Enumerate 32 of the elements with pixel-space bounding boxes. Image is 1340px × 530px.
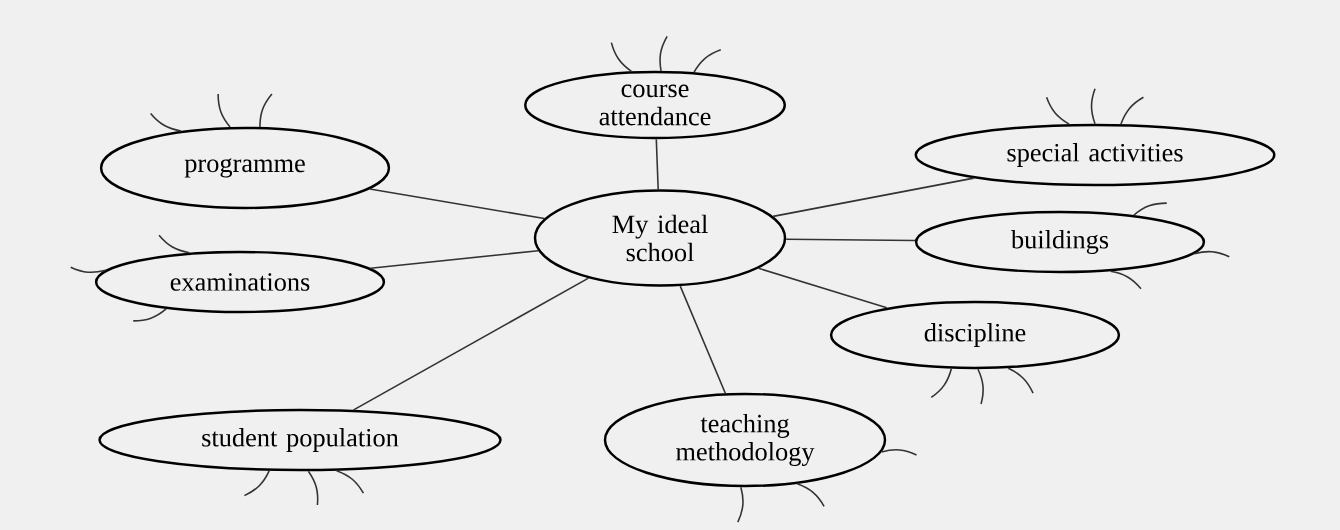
branch-line	[693, 49, 722, 74]
connector-line	[369, 188, 546, 220]
branch-line	[737, 486, 744, 523]
branch-line	[977, 368, 984, 405]
branch-line	[335, 469, 365, 494]
branch-line	[259, 93, 273, 128]
branch-line	[659, 35, 668, 72]
branch-line	[610, 41, 633, 73]
branch-line	[217, 93, 231, 128]
branch-line	[307, 470, 319, 506]
branch-line	[243, 470, 270, 497]
branch-line	[1120, 96, 1145, 125]
branch-line	[880, 449, 918, 456]
connector-line	[785, 238, 916, 242]
branch-line	[1007, 367, 1034, 394]
connector-line	[369, 249, 539, 270]
branch-line	[158, 234, 191, 254]
branch-line	[132, 308, 167, 322]
branch-line	[930, 367, 953, 399]
branch-line	[1090, 87, 1096, 125]
branch-line	[1109, 270, 1142, 290]
branch-line	[1045, 96, 1070, 125]
connector-line	[772, 177, 975, 218]
branch-line	[69, 266, 107, 274]
connector-line	[679, 285, 727, 394]
connector-line	[757, 267, 888, 309]
connector-line	[655, 138, 659, 191]
branch-line	[1133, 202, 1168, 216]
branch-line	[796, 483, 825, 508]
branch-line	[149, 112, 182, 132]
connector-line	[352, 277, 590, 411]
branch-line	[1193, 250, 1231, 258]
